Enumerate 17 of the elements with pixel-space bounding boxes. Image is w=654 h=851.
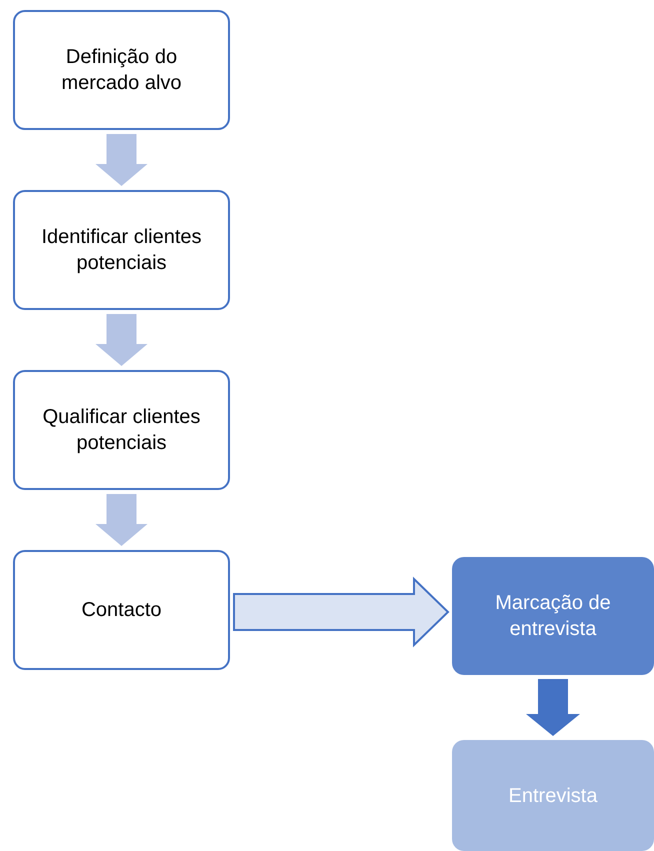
- box-label: Qualificar clientes potenciais: [42, 405, 202, 456]
- process-box: [13, 550, 230, 670]
- box-label: Definição do mercado alvo: [60, 45, 183, 96]
- block-arrow: [96, 494, 148, 546]
- block-arrow: [96, 134, 148, 186]
- process-box: [13, 370, 230, 490]
- box-label: Marcação de entrevista: [494, 591, 612, 642]
- process-box: [452, 740, 654, 851]
- box-label: Identificar clientes potenciais: [40, 225, 203, 276]
- block-arrow: [233, 576, 450, 648]
- box-label: Contacto: [81, 598, 162, 623]
- process-box: [452, 557, 654, 675]
- box-label: Entrevista: [508, 784, 598, 808]
- process-box: [13, 10, 230, 130]
- process-box: [13, 190, 230, 310]
- block-arrow: [96, 314, 148, 366]
- block-arrow: [526, 679, 580, 736]
